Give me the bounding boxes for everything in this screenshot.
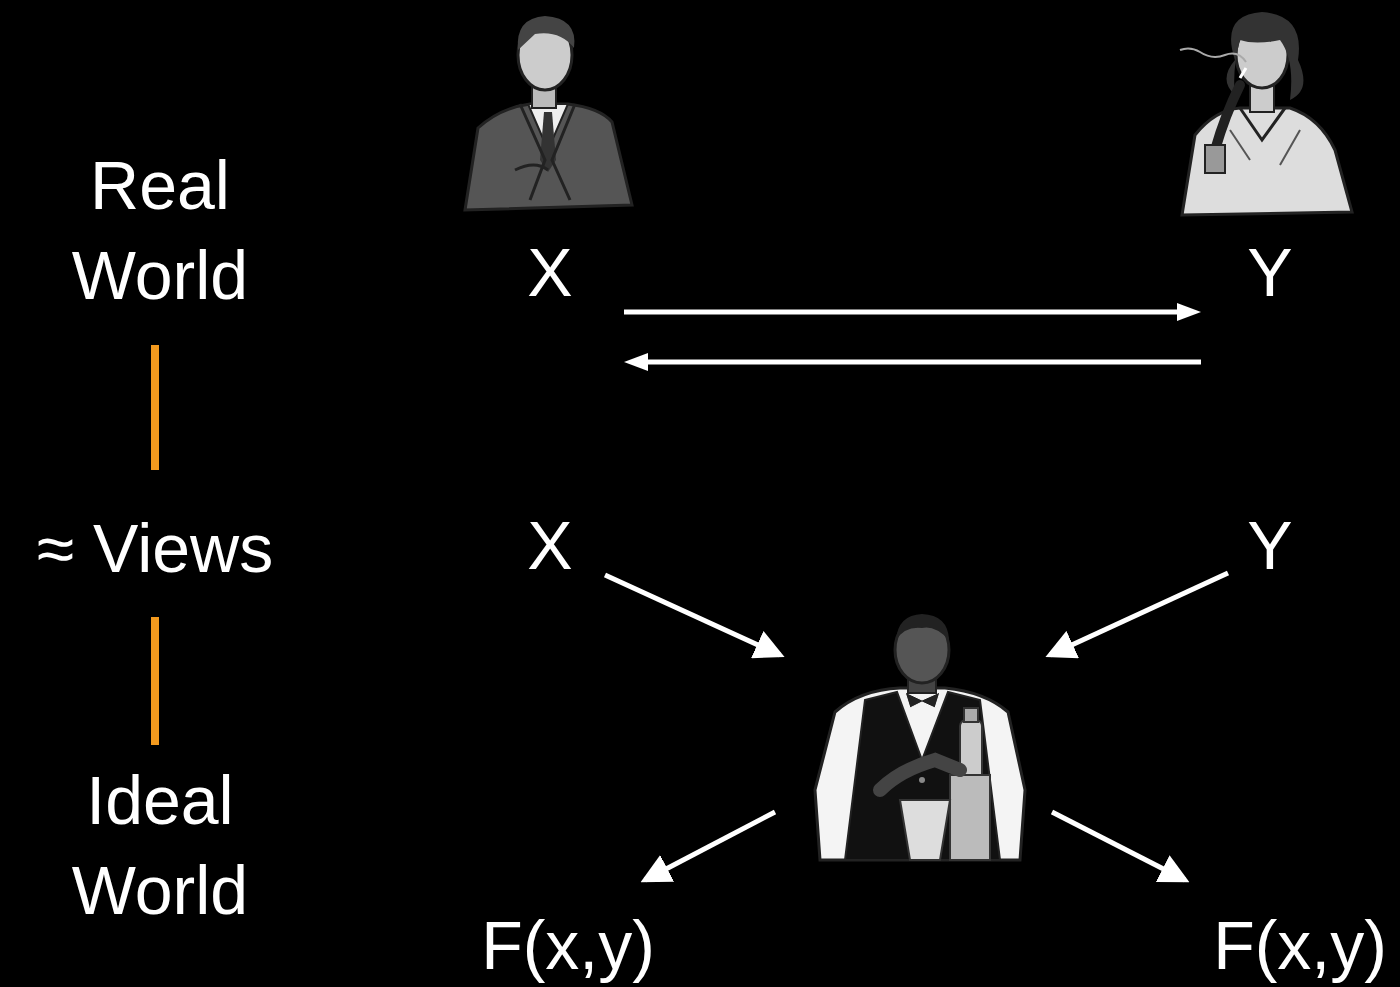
row-label: Ideal World (30, 755, 290, 935)
text-node: F(x,y) (456, 905, 680, 985)
message-arrow (624, 303, 1201, 321)
man-figure (465, 16, 632, 210)
arrow-line (644, 360, 1201, 365)
text-node: X (476, 232, 624, 392)
row-label: ≈ Views (5, 503, 305, 593)
woman-figure (1180, 12, 1352, 215)
orange-bar (151, 617, 159, 745)
text-node: F(x,y) (1201, 905, 1399, 985)
arrow (1052, 812, 1185, 880)
trusted-party-arrows (605, 573, 1228, 880)
text-node: X (496, 505, 604, 585)
arrowhead (624, 353, 648, 371)
text-node: Y (1201, 232, 1339, 392)
node-text: F(x,y) (1201, 905, 1399, 985)
arrow (645, 812, 775, 880)
node-text: X (496, 505, 604, 585)
node-text: Y (1216, 505, 1324, 585)
bartender-figure (815, 614, 1025, 860)
node-text: F(x,y) (456, 905, 680, 985)
node-text: X (476, 232, 624, 312)
row-label: Real World (30, 140, 290, 320)
arrowhead (1177, 303, 1201, 321)
message-arrow (624, 353, 1201, 371)
arrow (1050, 573, 1228, 655)
arrow-line (624, 310, 1181, 315)
text-node: Y (1216, 505, 1324, 585)
node-text: Y (1201, 232, 1339, 312)
orange-bar (151, 345, 159, 470)
arrow (605, 575, 780, 655)
